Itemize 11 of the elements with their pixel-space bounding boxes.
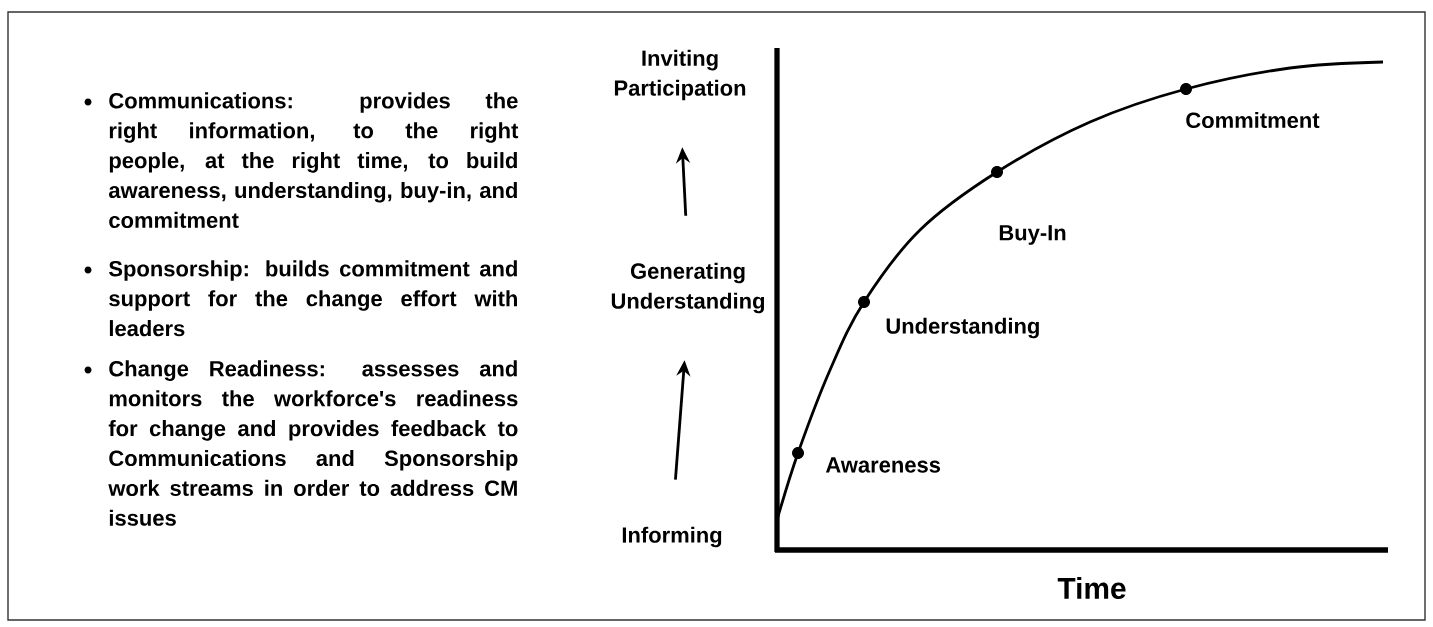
point-label: Commitment (1186, 111, 1320, 129)
axis-level-label: Generating Understanding (611, 262, 765, 314)
axis-level-label: Inviting Participation (614, 49, 746, 101)
bullet-text: Sponsorship: builds commitment and support for the change effort with leaders (109, 260, 517, 337)
bullet-text: Change Readiness: assesses and monitors the workforce's readiness for change and provides feedback to Communications and Sponsorship work streams in order to address CM issues (108, 360, 518, 526)
bullet-text: Communications: provides the right information, to the right people, at the right time, to build awareness, understanding, buy-in, and commitment (109, 92, 519, 228)
point-label: Buy-In (999, 225, 1066, 245)
axis-level-label: Informing (622, 526, 722, 548)
axis-title: Time (1057, 577, 1126, 599)
point-label: Understanding (886, 317, 1039, 339)
point-label: Awareness (825, 457, 941, 473)
